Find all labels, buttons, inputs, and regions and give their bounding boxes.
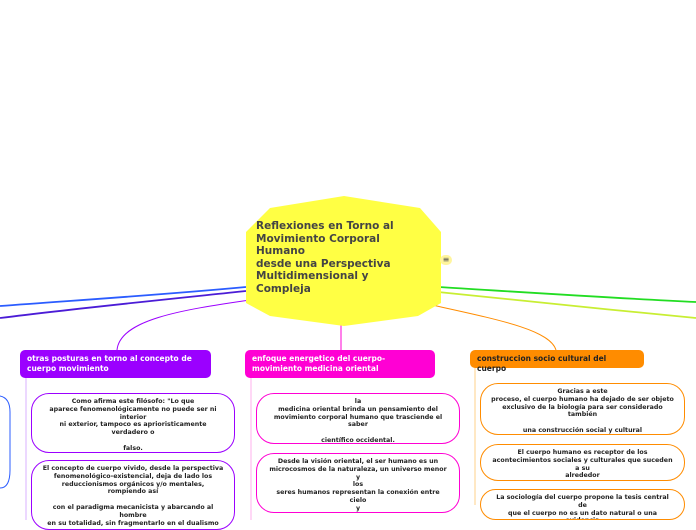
connector-lines: [0, 286, 696, 520]
central-topic-shape[interactable]: [246, 196, 441, 326]
subtopic-vision-oriental[interactable]: Desde la visión oriental, el ser humano …: [256, 453, 460, 513]
central-topic-title[interactable]: Reflexiones en Torno al Movimiento Corpo…: [256, 220, 394, 295]
connector-purple-topic: [116, 299, 251, 351]
notes-icon[interactable]: ≡: [440, 255, 452, 265]
connector-blue-left: [0, 286, 247, 307]
topic-otras-posturas[interactable]: otras posturas en torno al concepto de c…: [20, 350, 211, 378]
subtopic-sociologia-cuerpo[interactable]: La sociología del cuerpo propone la tesi…: [480, 489, 685, 520]
offscreen-node-left: [0, 395, 11, 489]
subtopic-fenomenologia[interactable]: Como afirma este filósofo: "Lo que apare…: [31, 393, 235, 453]
subtopic-construccion-social[interactable]: Gracias a este proceso, el cuerpo humano…: [480, 383, 685, 435]
connector-indigo-left: [0, 290, 247, 319]
connector-green-right: [437, 286, 696, 303]
subtopic-receptor-acontecimientos[interactable]: El cuerpo humano es receptor de los acon…: [480, 444, 685, 481]
topic-enfoque-energetico[interactable]: enfoque energetico del cuerpo-movimiento…: [245, 350, 435, 378]
subtopic-medicina-oriental[interactable]: la medicina oriental brinda un pensamien…: [256, 393, 460, 444]
topic-construccion-socio-cultural[interactable]: construccion socio cultural del cuerpo: [470, 350, 644, 373]
connector-lime-right: [437, 291, 696, 319]
subtopic-cuerpo-vivido[interactable]: El concepto de cuerpo vivido, desde la p…: [31, 460, 235, 530]
connector-orange-topic: [431, 304, 557, 351]
